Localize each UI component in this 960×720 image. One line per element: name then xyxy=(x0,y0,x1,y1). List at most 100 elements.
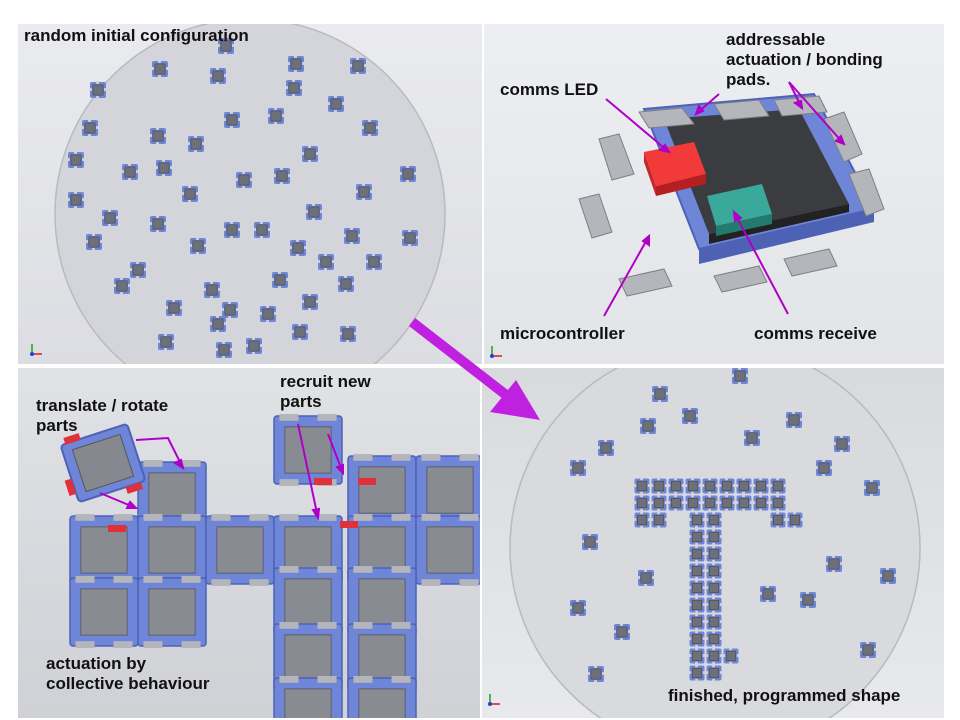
robot-part xyxy=(165,299,183,317)
robot-part xyxy=(235,171,253,189)
robot-part xyxy=(215,341,233,359)
robot-part xyxy=(799,591,817,609)
label-addressable: addressable actuation / bonding pads. xyxy=(726,30,883,89)
robot-part xyxy=(688,613,706,631)
robot-part xyxy=(273,167,291,185)
robot-part xyxy=(681,407,699,425)
robot-part xyxy=(189,237,207,255)
robot-part xyxy=(121,163,139,181)
robot-part xyxy=(718,477,736,495)
petri-dish xyxy=(54,24,446,364)
label-microcontroller: microcontroller xyxy=(500,324,625,343)
panel-part-anatomy: addressable actuation / bonding pads. co… xyxy=(484,24,944,364)
robot-part xyxy=(597,439,615,457)
robot-part xyxy=(347,454,417,526)
robot-part xyxy=(705,545,723,563)
robot-part xyxy=(301,145,319,163)
robot-part xyxy=(815,459,833,477)
robot-part xyxy=(349,57,367,75)
robot-part xyxy=(639,417,657,435)
label-finished: finished, programmed shape xyxy=(668,686,901,705)
robot-part xyxy=(637,569,655,587)
rotating-part xyxy=(60,423,146,503)
panel-assembly: translate / rotate parts recruit new par… xyxy=(18,368,480,718)
robot-part xyxy=(81,119,99,137)
robot-part xyxy=(271,271,289,289)
robot-part xyxy=(879,567,897,585)
robot-part xyxy=(273,566,343,638)
robot-part xyxy=(688,647,706,665)
robot-part xyxy=(569,599,587,617)
robot-part xyxy=(705,562,723,580)
robot-part xyxy=(633,477,651,495)
robot-part xyxy=(688,630,706,648)
panel-random-initial: random initial configuration xyxy=(18,24,482,364)
robot-part xyxy=(361,119,379,137)
axes-icon xyxy=(488,694,500,706)
robot-part xyxy=(289,239,307,257)
robot-part xyxy=(769,511,787,529)
label-comms-receive: comms receive xyxy=(754,324,877,343)
robot-part xyxy=(101,209,119,227)
robot-part xyxy=(223,111,241,129)
robot-part xyxy=(155,159,173,177)
robot-part xyxy=(205,514,275,586)
assembly-callouts xyxy=(99,423,344,521)
robot-part xyxy=(217,37,235,55)
robot-part xyxy=(69,576,139,648)
robot-part xyxy=(129,261,147,279)
assembly-svg xyxy=(60,414,480,718)
label-translate: translate / rotate parts xyxy=(36,396,169,435)
robot-part xyxy=(149,215,167,233)
robot-part xyxy=(85,233,103,251)
robot-part xyxy=(752,494,770,512)
robot-part xyxy=(688,664,706,682)
robot-part xyxy=(273,676,343,718)
robot-part xyxy=(339,325,357,343)
robot-part xyxy=(718,494,736,512)
bonding-pads xyxy=(578,95,885,297)
robot-part xyxy=(355,183,373,201)
robot-part xyxy=(785,411,803,429)
robot-part xyxy=(151,60,169,78)
robot-part xyxy=(684,477,702,495)
dish-random-svg xyxy=(54,24,446,364)
robot-part xyxy=(245,337,263,355)
robot-part xyxy=(688,562,706,580)
robot-part xyxy=(365,253,383,271)
robot-part xyxy=(69,514,139,586)
robot-part xyxy=(587,665,605,683)
axes-icon xyxy=(30,344,42,356)
robot-part xyxy=(825,555,843,573)
robot-part xyxy=(769,477,787,495)
robot-part xyxy=(301,293,319,311)
robot-part xyxy=(89,81,107,99)
robot-part xyxy=(786,511,804,529)
robot-part xyxy=(743,429,761,447)
part-anatomy-svg xyxy=(578,81,885,317)
robot-part xyxy=(688,545,706,563)
robot-part xyxy=(317,253,335,271)
robot-part xyxy=(667,477,685,495)
robot-part xyxy=(705,664,723,682)
robot-part xyxy=(113,277,131,295)
robot-part xyxy=(722,647,740,665)
robot-part xyxy=(337,275,355,293)
robot-part xyxy=(705,528,723,546)
robot-part xyxy=(221,301,239,319)
robot-part xyxy=(705,613,723,631)
label-actuation: actuation by collective behaviour xyxy=(46,654,210,693)
robot-part xyxy=(833,435,851,453)
robot-part xyxy=(273,622,343,694)
assembly-parts xyxy=(69,414,480,718)
robot-part xyxy=(688,579,706,597)
robot-part xyxy=(259,305,277,323)
robot-part xyxy=(157,333,175,351)
robot-part xyxy=(759,585,777,603)
random-parts xyxy=(67,37,419,359)
robot-part xyxy=(223,221,241,239)
robot-part xyxy=(735,477,753,495)
robot-part xyxy=(137,460,207,532)
robot-part xyxy=(650,494,668,512)
robot-part xyxy=(735,494,753,512)
